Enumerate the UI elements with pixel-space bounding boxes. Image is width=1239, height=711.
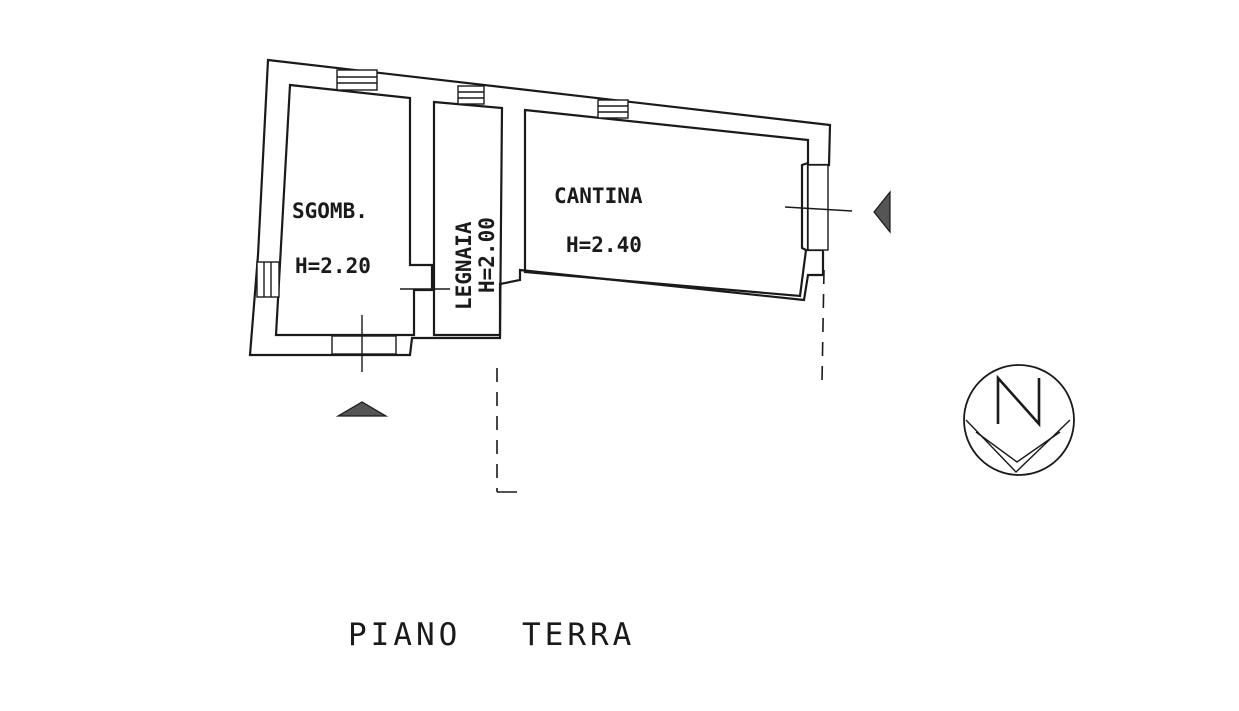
room-sgombero (274, 83, 434, 337)
section-line-cantina (784, 206, 853, 212)
window-top-legnaia (457, 85, 485, 105)
room-name-sgombero: SGOMB. (292, 199, 368, 223)
section-arrow-left-icon (873, 190, 891, 234)
floor-title-word2: TERRA (522, 617, 635, 653)
floor-title-word1: PIANO (348, 617, 461, 653)
north-arrow-icon (963, 364, 1075, 476)
room-cantina (523, 108, 810, 298)
section-arrow-up-icon (335, 401, 389, 417)
door-bottom-sgombero (331, 335, 397, 355)
room-legnaia (432, 100, 504, 337)
room-name-legnaia: LEGNAIA (452, 221, 476, 310)
room-height-cantina: H=2.40 (566, 233, 642, 257)
window-top-cantina (597, 99, 629, 119)
dashed-boundary-right (821, 269, 825, 383)
room-height-legnaia: H=2.00 (475, 217, 499, 293)
window-left-sgombero (256, 261, 280, 298)
room-height-sgombero: H=2.20 (295, 254, 371, 278)
window-top-sgombero (336, 69, 378, 91)
room-name-cantina: CANTINA (554, 184, 643, 208)
door-right-cantina (807, 164, 829, 251)
